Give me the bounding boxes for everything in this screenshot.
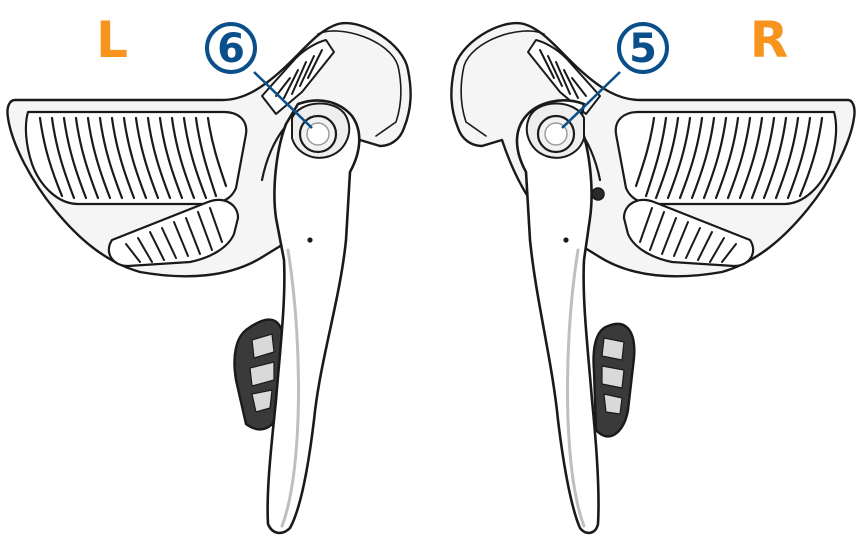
left-brake-lever xyxy=(268,100,360,533)
right-side-label: R xyxy=(750,11,789,69)
right-shifter xyxy=(451,23,854,533)
callout-5-number: 5 xyxy=(629,26,657,72)
right-brake-lever xyxy=(517,100,599,533)
right-paddle xyxy=(594,324,635,436)
left-shifter xyxy=(7,23,410,533)
callout-6-number: 6 xyxy=(217,26,245,72)
left-side-label: L xyxy=(96,11,128,69)
